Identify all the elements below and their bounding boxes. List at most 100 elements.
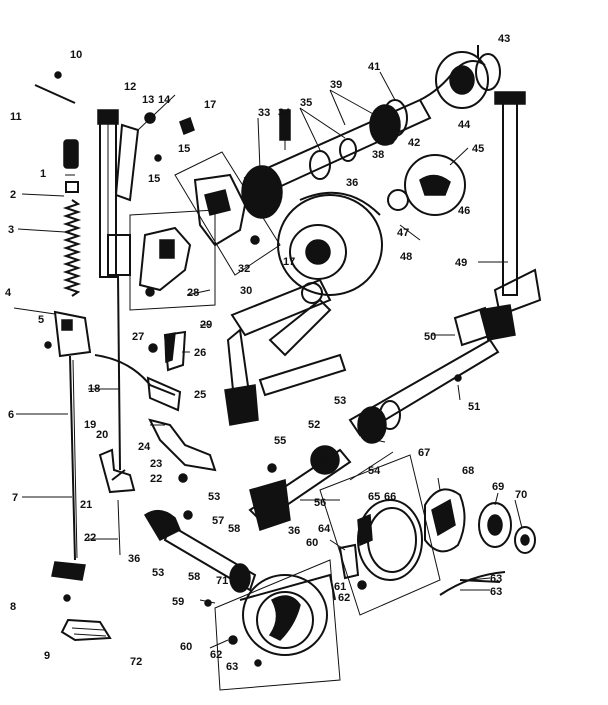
callout-1: 1 (40, 168, 46, 180)
callout-30: 29 (200, 319, 212, 331)
presser-bar-part-6 (69, 355, 78, 561)
callout-33: 32 (238, 263, 250, 275)
callout-43: 44 (458, 119, 471, 131)
callout-36a: 35 (300, 97, 312, 109)
callout-10: 10 (70, 49, 82, 61)
callout-59: 59 (172, 596, 184, 608)
screw-part-23 (178, 473, 188, 483)
handwheel-part-47 (277, 191, 383, 296)
callout-49: 50 (424, 331, 436, 343)
callout-63a: 62 (338, 592, 350, 604)
vertical-shaft-part-48 (493, 91, 542, 317)
inset-box-lower-right (319, 454, 441, 616)
screw-part-28 (148, 343, 158, 353)
callout-66: 64 (318, 523, 331, 535)
callout-41: 42 (408, 137, 420, 149)
callout-45: 46 (458, 205, 470, 217)
callout-39b: 71 (216, 575, 228, 587)
callout-53a: 53 (334, 395, 346, 407)
lever-part-32 (193, 173, 260, 247)
shuttle-race-part-67-68 (338, 499, 423, 590)
footer-code: 72 (130, 656, 142, 668)
callout-14: 14 (158, 94, 171, 106)
callout-23: 22 (150, 473, 162, 485)
callout-37: 36 (346, 177, 358, 189)
callout-58a: 58 (228, 523, 240, 535)
callout-18: 18 (88, 383, 100, 395)
callout-29: 28 (187, 287, 199, 299)
needle-bar-part-12 (97, 109, 131, 471)
callout-39: 38 (372, 149, 384, 161)
inset-box-upper (129, 151, 281, 311)
callout-51: 52 (372, 427, 384, 439)
callout-61: 60 (306, 537, 318, 549)
callout-68: 66 (384, 491, 396, 503)
callout-36d: 36 (128, 553, 140, 565)
callout-71: 69 (492, 481, 504, 493)
bracket-part-20-21 (98, 448, 136, 494)
callout-labels: 10 11 1 2 3 4 5 6 7 8 9 12 13 14 17 15 1… (5, 33, 527, 673)
callout-62b: 62 (210, 649, 222, 661)
thread-guide-part-29 (138, 226, 192, 297)
callout-3: 3 (8, 224, 14, 236)
gear-part-49 (453, 304, 516, 347)
callout-5: 5 (38, 314, 44, 326)
callout-11: 11 (10, 111, 22, 123)
callout-20: 20 (96, 429, 108, 441)
callout-54: 54 (368, 465, 381, 477)
callout-15b: 15 (148, 173, 160, 185)
callout-17b: 17 (283, 256, 295, 268)
callout-65: 63 (490, 586, 502, 598)
callout-25: 24 (138, 441, 151, 453)
callout-19: 19 (84, 419, 96, 431)
rod-part-22 (117, 499, 121, 556)
lower-shaft-part-51-52 (348, 338, 500, 444)
callout-8: 8 (10, 601, 16, 613)
callout-6: 6 (8, 409, 14, 421)
callout-15a: 15 (178, 143, 190, 155)
callout-2: 2 (10, 189, 16, 201)
bracket-part-4-5 (44, 310, 92, 358)
callout-35: 34 (278, 107, 291, 119)
guide-part-13-14 (114, 94, 176, 202)
callout-32: 31 (258, 199, 270, 211)
callout-57: 57 (212, 515, 224, 527)
callout-40: 41 (368, 61, 380, 73)
callout-72: 70 (515, 489, 527, 501)
callout-38: 39 (330, 79, 342, 91)
callout-36b: 36 (318, 455, 330, 467)
hook-shaft-part-57-58 (143, 509, 257, 593)
callout-53c: 53 (152, 567, 164, 579)
callout-52: 52 (308, 419, 320, 431)
callout-22: 22 (84, 532, 96, 544)
callout-63b: 63 (226, 661, 238, 673)
callout-26: 25 (194, 389, 206, 401)
bobbin-case-part-70 (424, 488, 466, 553)
callout-53b: 53 (208, 491, 220, 503)
callout-62a: 61 (334, 581, 346, 593)
upper-shaft-part-34-41 (241, 60, 486, 219)
callout-46: 47 (397, 227, 409, 239)
callout-4: 4 (5, 287, 12, 299)
callout-34: 33 (258, 107, 270, 119)
callout-44: 45 (472, 143, 484, 155)
linkage-part-31 (224, 278, 347, 426)
pulley-part-43 (435, 45, 501, 109)
callout-67: 65 (368, 491, 380, 503)
callout-64: 63 (490, 573, 502, 585)
leader-lines (13, 71, 523, 649)
cam-part-44-46 (387, 154, 466, 216)
callout-27: 26 (194, 347, 206, 359)
bobbin-part-71-72 (478, 502, 536, 554)
callout-50: 51 (468, 401, 480, 413)
callout-70: 68 (462, 465, 474, 477)
callout-7: 7 (12, 492, 18, 504)
callout-69: 67 (418, 447, 430, 459)
plate-part-27 (163, 330, 187, 372)
spring-part-64-65 (439, 571, 506, 596)
callout-13: 13 (142, 94, 154, 106)
callout-28: 27 (132, 331, 144, 343)
callout-31: 30 (240, 285, 252, 297)
callout-58b: 58 (188, 571, 200, 583)
